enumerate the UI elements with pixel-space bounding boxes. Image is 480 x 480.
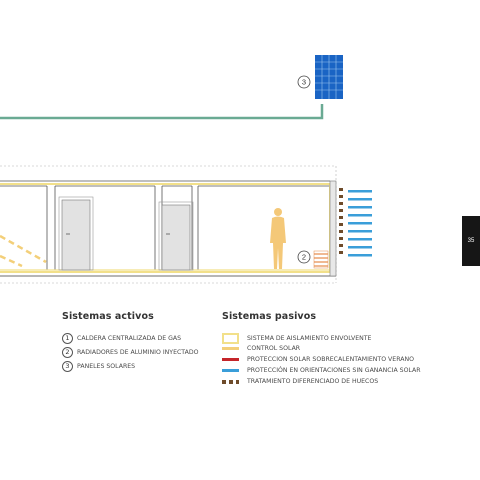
active-item-3: 3 PANELES SOLARES xyxy=(62,361,135,372)
number-badge: 1 xyxy=(62,333,73,344)
passive-item-orientation-protection: PROTECCIÓN EN ORIENTACIONES SIN GANANCIA… xyxy=(222,367,421,374)
passive-item-label: TRATAMIENTO DIFERENCIADO DE HUECOS xyxy=(247,378,379,385)
solar-control-swatch xyxy=(222,347,239,350)
passive-item-label: SISTEMA DE AISLAMIENTO ENVOLVENTE xyxy=(247,335,372,342)
active-systems-title: Sistemas activos xyxy=(62,311,154,322)
active-item-label: PANELES SOLARES xyxy=(77,363,136,370)
marker-3: 3 xyxy=(297,75,311,89)
passive-item-solar-control: CONTROL SOLAR xyxy=(222,345,300,352)
passive-item-summer-protection: PROTECCION SOLAR SOBRECALENTAMIENTO VERA… xyxy=(222,356,414,363)
passive-item-openings: TRATAMIENTO DIFERENCIADO DE HUECOS xyxy=(222,378,378,385)
solar-control-rays xyxy=(0,234,47,268)
building-section-drawing: 3 xyxy=(0,55,372,284)
orientation-protection-swatch xyxy=(222,369,239,372)
passive-item-label: PROTECCIÓN EN ORIENTACIONES SIN GANANCIA… xyxy=(247,367,421,374)
openings-treatment xyxy=(339,188,343,254)
passive-item-label: CONTROL SOLAR xyxy=(247,345,301,352)
number-badge: 3 xyxy=(62,361,73,372)
active-item-label: RADIADORES DE ALUMINIO INYECTADO xyxy=(77,349,199,356)
heating-pipe xyxy=(0,104,324,120)
active-item-label: CALDERA CENTRALIZADA DE GAS xyxy=(77,335,182,342)
svg-text:2: 2 xyxy=(302,253,306,262)
door-icon xyxy=(158,201,194,271)
person-figure-icon xyxy=(270,208,286,269)
marker-2: 2 xyxy=(297,250,311,264)
number-badge: 2 xyxy=(62,347,73,358)
active-item-1: 1 CALDERA CENTRALIZADA DE GAS xyxy=(62,333,181,344)
summer-protection-swatch xyxy=(222,358,239,361)
passive-item-insulation: SISTEMA DE AISLAMIENTO ENVOLVENTE xyxy=(222,333,371,344)
svg-text:3: 3 xyxy=(302,78,306,87)
radiator-icon xyxy=(313,250,329,269)
solar-panel-icon xyxy=(315,55,343,99)
openings-swatch xyxy=(222,379,239,384)
page-number-tab: 35 xyxy=(462,216,480,266)
page-number: 35 xyxy=(467,238,475,244)
passive-systems-title: Sistemas pasivos xyxy=(222,311,317,322)
active-item-2: 2 RADIADORES DE ALUMINIO INYECTADO xyxy=(62,347,198,358)
louver-icon xyxy=(348,190,372,257)
insulation-swatch xyxy=(222,333,239,344)
passive-item-label: PROTECCION SOLAR SOBRECALENTAMIENTO VERA… xyxy=(247,356,414,363)
door-icon xyxy=(58,196,94,271)
